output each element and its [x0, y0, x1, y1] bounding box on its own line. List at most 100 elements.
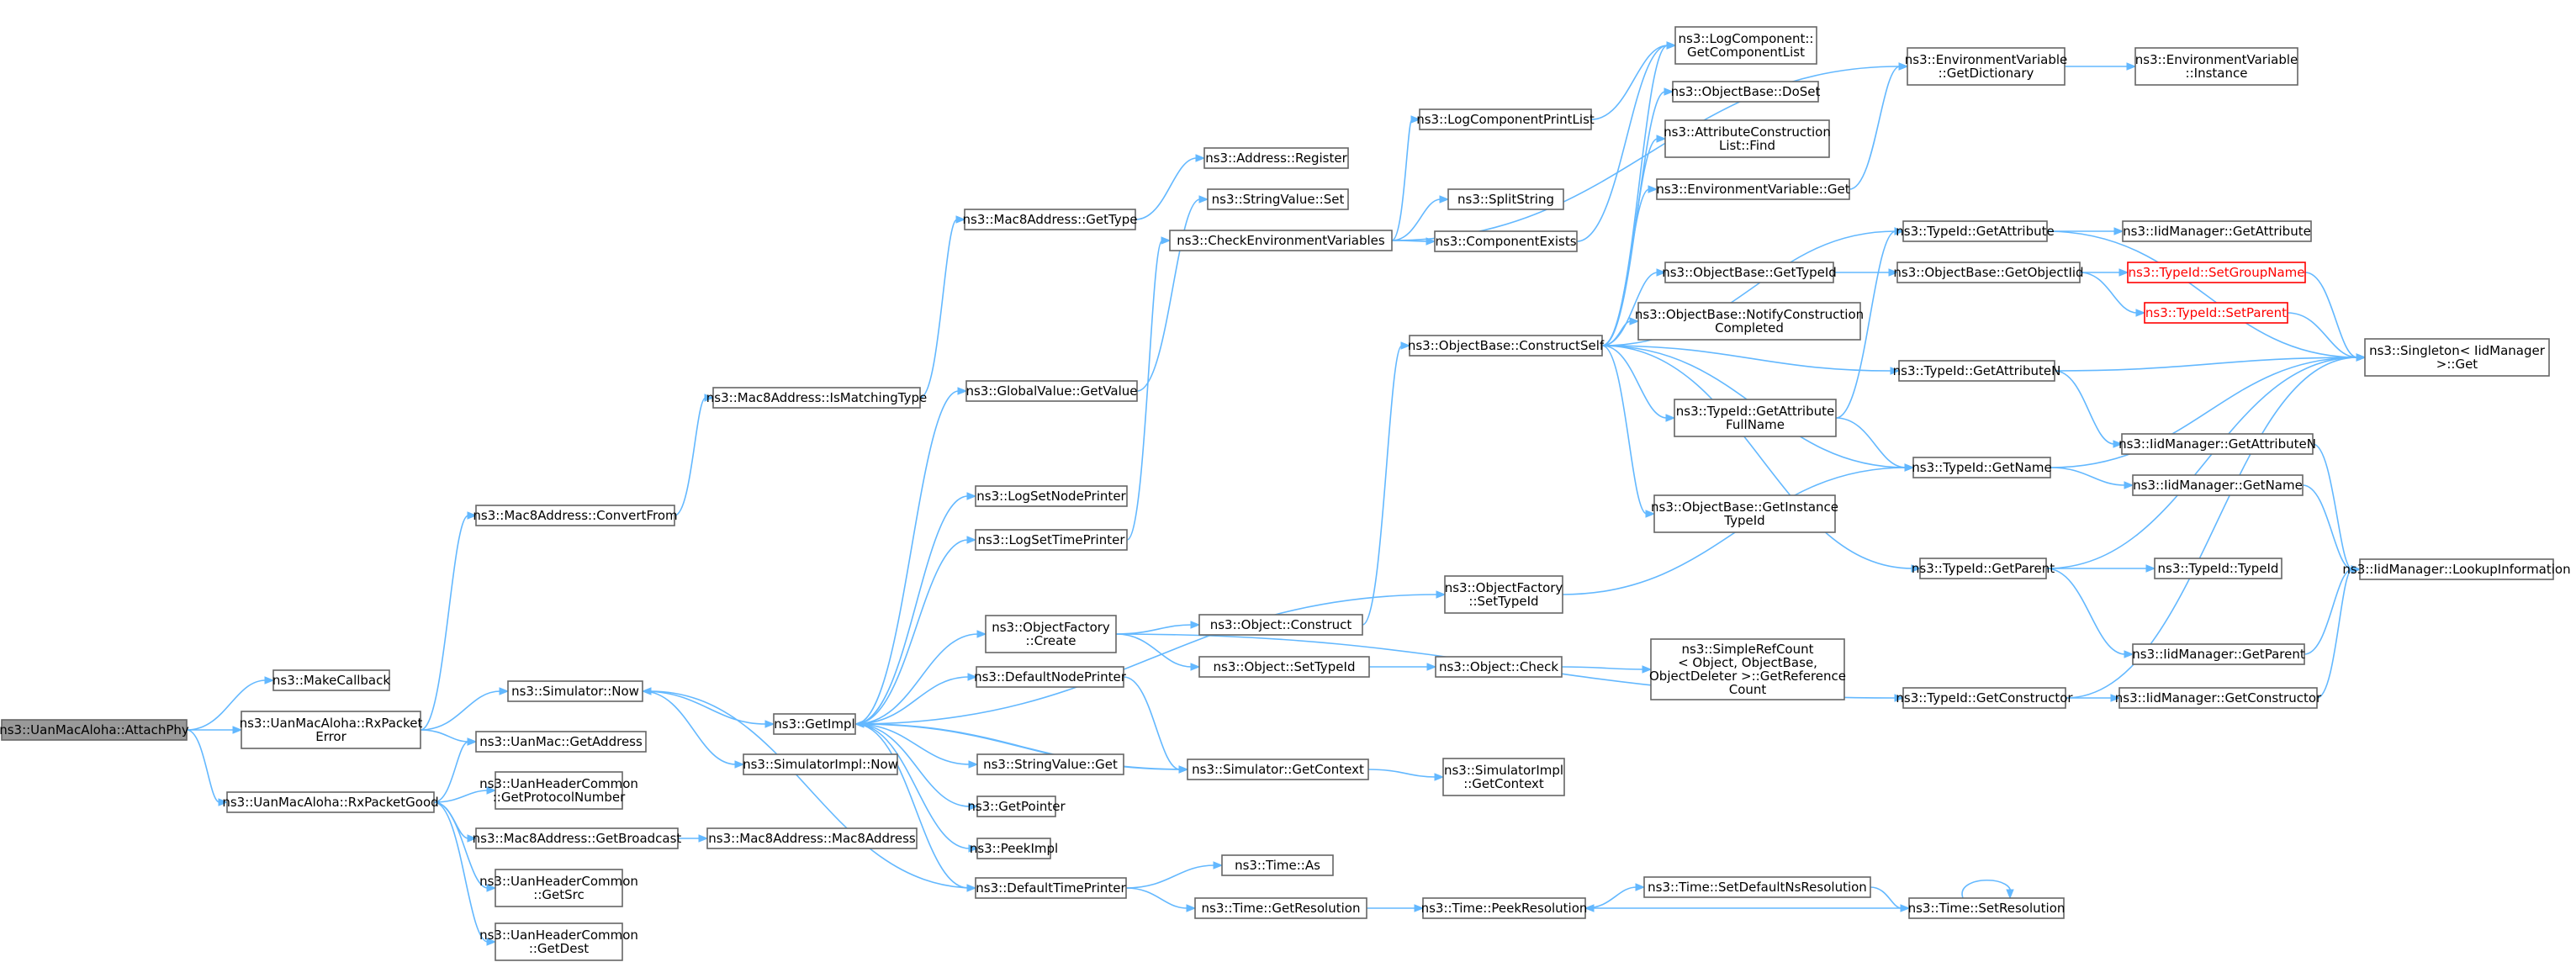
node-label: ns3::TypeId::GetConstructor — [1896, 690, 2073, 706]
node-label: ns3::IidManager::GetName — [2133, 478, 2303, 493]
edge-rx-packet-good-to-uan-header-get-src — [433, 801, 497, 892]
node-object-base-construct-self[interactable]: ns3::ObjectBase::ConstructSelf — [1408, 335, 1605, 357]
node-string-value-set[interactable]: ns3::StringValue::Set — [1207, 188, 1349, 210]
node-time-as[interactable]: ns3::Time::As — [1221, 854, 1334, 876]
edge-typeid-get-attribute-to-singleton-get — [2046, 230, 2367, 362]
node-label: ns3::TypeId::SetParent — [2145, 305, 2287, 320]
edge-get-impl-to-string-value-get — [854, 723, 979, 769]
node-object-check[interactable]: ns3::Object::Check — [1435, 656, 1563, 678]
edge-typeid-get-attribute-full-name-to-typeid-get-name — [1835, 417, 1915, 472]
node-iid-get-attribute[interactable]: ns3::IidManager::GetAttribute — [2122, 220, 2312, 242]
node-get-pointer[interactable]: ns3::GetPointer — [967, 796, 1066, 817]
node-box — [2144, 302, 2288, 324]
node-typeid-get-attribute[interactable]: ns3::TypeId::GetAttribute — [1896, 220, 2055, 242]
node-address-register[interactable]: ns3::Address::Register — [1203, 147, 1349, 169]
node-object-base-get-type-id[interactable]: ns3::ObjectBase::GetTypeId — [1662, 262, 1837, 283]
node-mac8-get-type[interactable]: ns3::Mac8Address::GetType — [963, 209, 1138, 230]
node-label: ns3::UanHeaderCommon — [479, 776, 638, 791]
call-graph-nodes: ns3::UanMacAloha::AttachPhy ns3::MakeCall… — [0, 26, 2571, 961]
node-env-var-get[interactable]: ns3::EnvironmentVariable::Get — [1656, 178, 1850, 200]
edge-iid-get-constructor-to-iid-lookup-information — [2316, 565, 2362, 699]
node-box — [1444, 575, 1563, 614]
edge-mac8-get-broadcast-to-mac8-ctor — [677, 834, 709, 843]
node-log-set-time-printer[interactable]: ns3::LogSetTimePrinter — [975, 529, 1128, 551]
node-simulator-get-context[interactable]: ns3::Simulator::GetContext — [1187, 758, 1369, 780]
node-object-factory-create[interactable]: ns3::ObjectFactory::Create — [985, 615, 1117, 653]
node-mac8-ctor[interactable]: ns3::Mac8Address::Mac8Address — [706, 827, 918, 849]
node-peek-impl[interactable]: ns3::PeekImpl — [970, 838, 1058, 859]
node-typeid-set-group-name[interactable]: ns3::TypeId::SetGroupName — [2127, 262, 2306, 283]
node-label: ns3::UanMacAloha::AttachPhy — [0, 722, 189, 737]
node-singleton-get[interactable]: ns3::Singleton< IidManager>::Get — [2364, 338, 2550, 377]
node-time-set-default-ns-resolution[interactable]: ns3::Time::SetDefaultNsResolution — [1643, 876, 1871, 898]
node-mac8-is-matching-type[interactable]: ns3::Mac8Address::IsMatchingType — [706, 387, 927, 409]
node-split-string[interactable]: ns3::SplitString — [1447, 188, 1564, 210]
node-simulator-impl-now[interactable]: ns3::SimulatorImpl::Now — [743, 753, 898, 775]
edge-check-env-vars-to-split-string — [1391, 195, 1450, 241]
node-typeid-set-parent[interactable]: ns3::TypeId::SetParent — [2144, 302, 2288, 324]
node-iid-get-constructor[interactable]: ns3::IidManager::GetConstructor — [2115, 687, 2322, 709]
node-box — [475, 505, 675, 526]
node-label: ns3::Mac8Address::ConvertFrom — [473, 508, 677, 523]
edge-iid-get-attribute-n-to-iid-lookup-information — [2312, 443, 2362, 574]
node-typeid-get-parent[interactable]: ns3::TypeId::GetParent — [1912, 558, 2055, 579]
edge-object-factory-create-to-object-construct — [1115, 621, 1201, 635]
edge-get-impl-to-get-pointer — [854, 723, 979, 811]
node-iid-get-name[interactable]: ns3::IidManager::GetName — [2132, 474, 2304, 496]
node-get-impl[interactable]: ns3::GetImpl — [773, 713, 856, 735]
node-string-value-get[interactable]: ns3::StringValue::Get — [976, 753, 1124, 775]
node-object-base-get-object-iid[interactable]: ns3::ObjectBase::GetObjectIid — [1893, 262, 2084, 283]
node-log-component-print-list[interactable]: ns3::LogComponentPrintList — [1416, 108, 1595, 130]
node-object-construct[interactable]: ns3::Object::Construct — [1198, 614, 1363, 636]
edge-typeid-get-parent-to-singleton-get — [2045, 353, 2367, 569]
node-box — [226, 791, 435, 813]
node-label: ::SetTypeId — [1468, 594, 1538, 609]
node-iid-get-parent[interactable]: ns3::IidManager::GetParent — [2132, 643, 2305, 665]
node-log-component-get-list[interactable]: ns3::LogComponent::GetComponentList — [1674, 26, 1817, 65]
node-typeid-get-attribute-n[interactable]: ns3::TypeId::GetAttributeN — [1893, 360, 2061, 382]
node-uan-header-get-dest[interactable]: ns3::UanHeaderCommon::GetDest — [479, 922, 638, 961]
node-uan-mac-get-address[interactable]: ns3::UanMac::GetAddress — [475, 731, 647, 753]
node-uan-header-get-src[interactable]: ns3::UanHeaderCommon::GetSrc — [479, 869, 638, 907]
node-simple-ref-count-get-reference-count[interactable]: ns3::SimpleRefCount< Object, ObjectBase,… — [1649, 638, 1846, 700]
node-box — [1656, 178, 1850, 200]
node-default-node-printer[interactable]: ns3::DefaultNodePrinter — [974, 666, 1127, 688]
node-typeid-typeid[interactable]: ns3::TypeId::TypeId — [2154, 558, 2282, 579]
node-time-peek-resolution[interactable]: ns3::Time::PeekResolution — [1421, 897, 1588, 919]
node-log-set-node-printer[interactable]: ns3::LogSetNodePrinter — [975, 485, 1128, 507]
node-typeid-get-constructor[interactable]: ns3::TypeId::GetConstructor — [1896, 687, 2073, 709]
node-rx-packet-good[interactable]: ns3::UanMacAloha::RxPacketGood — [222, 791, 439, 813]
edge-rx-packet-good-to-uan-header-get-protocol — [433, 786, 497, 803]
node-simulator-now[interactable]: ns3::Simulator::Now — [507, 680, 643, 702]
node-object-set-type-id[interactable]: ns3::Object::SetTypeId — [1198, 656, 1370, 678]
node-component-exists[interactable]: ns3::ComponentExists — [1434, 230, 1578, 252]
node-simulator-impl-get-context[interactable]: ns3::SimulatorImpl::GetContext — [1442, 758, 1565, 796]
edge-object-base-construct-self-to-typeid-get-attribute-full-name — [1601, 345, 1676, 422]
node-make-callback[interactable]: ns3::MakeCallback — [272, 669, 390, 691]
node-check-env-vars[interactable]: ns3::CheckEnvironmentVariables — [1169, 230, 1393, 251]
node-iid-lookup-information[interactable]: ns3::IidManager::LookupInformation — [2342, 558, 2571, 580]
node-time-get-resolution[interactable]: ns3::Time::GetResolution — [1194, 897, 1367, 919]
node-mac8-get-broadcast[interactable]: ns3::Mac8Address::GetBroadcast — [473, 827, 682, 849]
node-env-var-get-dictionary[interactable]: ns3::EnvironmentVariable::GetDictionary — [1905, 47, 2067, 86]
node-uan-header-get-protocol[interactable]: ns3::UanHeaderCommon::GetProtocolNumber — [479, 771, 638, 810]
node-object-factory-set-type-id[interactable]: ns3::ObjectFactory::SetTypeId — [1444, 575, 1563, 614]
node-env-var-instance[interactable]: ns3::EnvironmentVariable::Instance — [2134, 47, 2298, 86]
node-label: ns3::Singleton< IidManager — [2369, 343, 2546, 358]
node-object-base-do-set[interactable]: ns3::ObjectBase::DoSet — [1671, 81, 1821, 103]
node-label: ns3::AttributeConstruction — [1664, 124, 1831, 140]
node-time-set-resolution[interactable]: ns3::Time::SetResolution — [1908, 897, 2066, 919]
node-mac8-convert-from[interactable]: ns3::Mac8Address::ConvertFrom — [473, 505, 678, 526]
node-box — [965, 380, 1138, 402]
node-iid-get-attribute-n[interactable]: ns3::IidManager::GetAttributeN — [2118, 433, 2316, 455]
node-global-value-get-value[interactable]: ns3::GlobalValue::GetValue — [965, 380, 1138, 402]
node-label: ns3::UanHeaderCommon — [479, 928, 638, 943]
edge-simulator-get-context-to-get-impl — [854, 720, 1188, 770]
node-default-time-printer[interactable]: ns3::DefaultTimePrinter — [975, 877, 1127, 899]
node-typeid-get-name[interactable]: ns3::TypeId::GetName — [1912, 457, 2052, 478]
node-object-base-notify-construction[interactable]: ns3::ObjectBase::NotifyConstructionCompl… — [1635, 302, 1864, 341]
